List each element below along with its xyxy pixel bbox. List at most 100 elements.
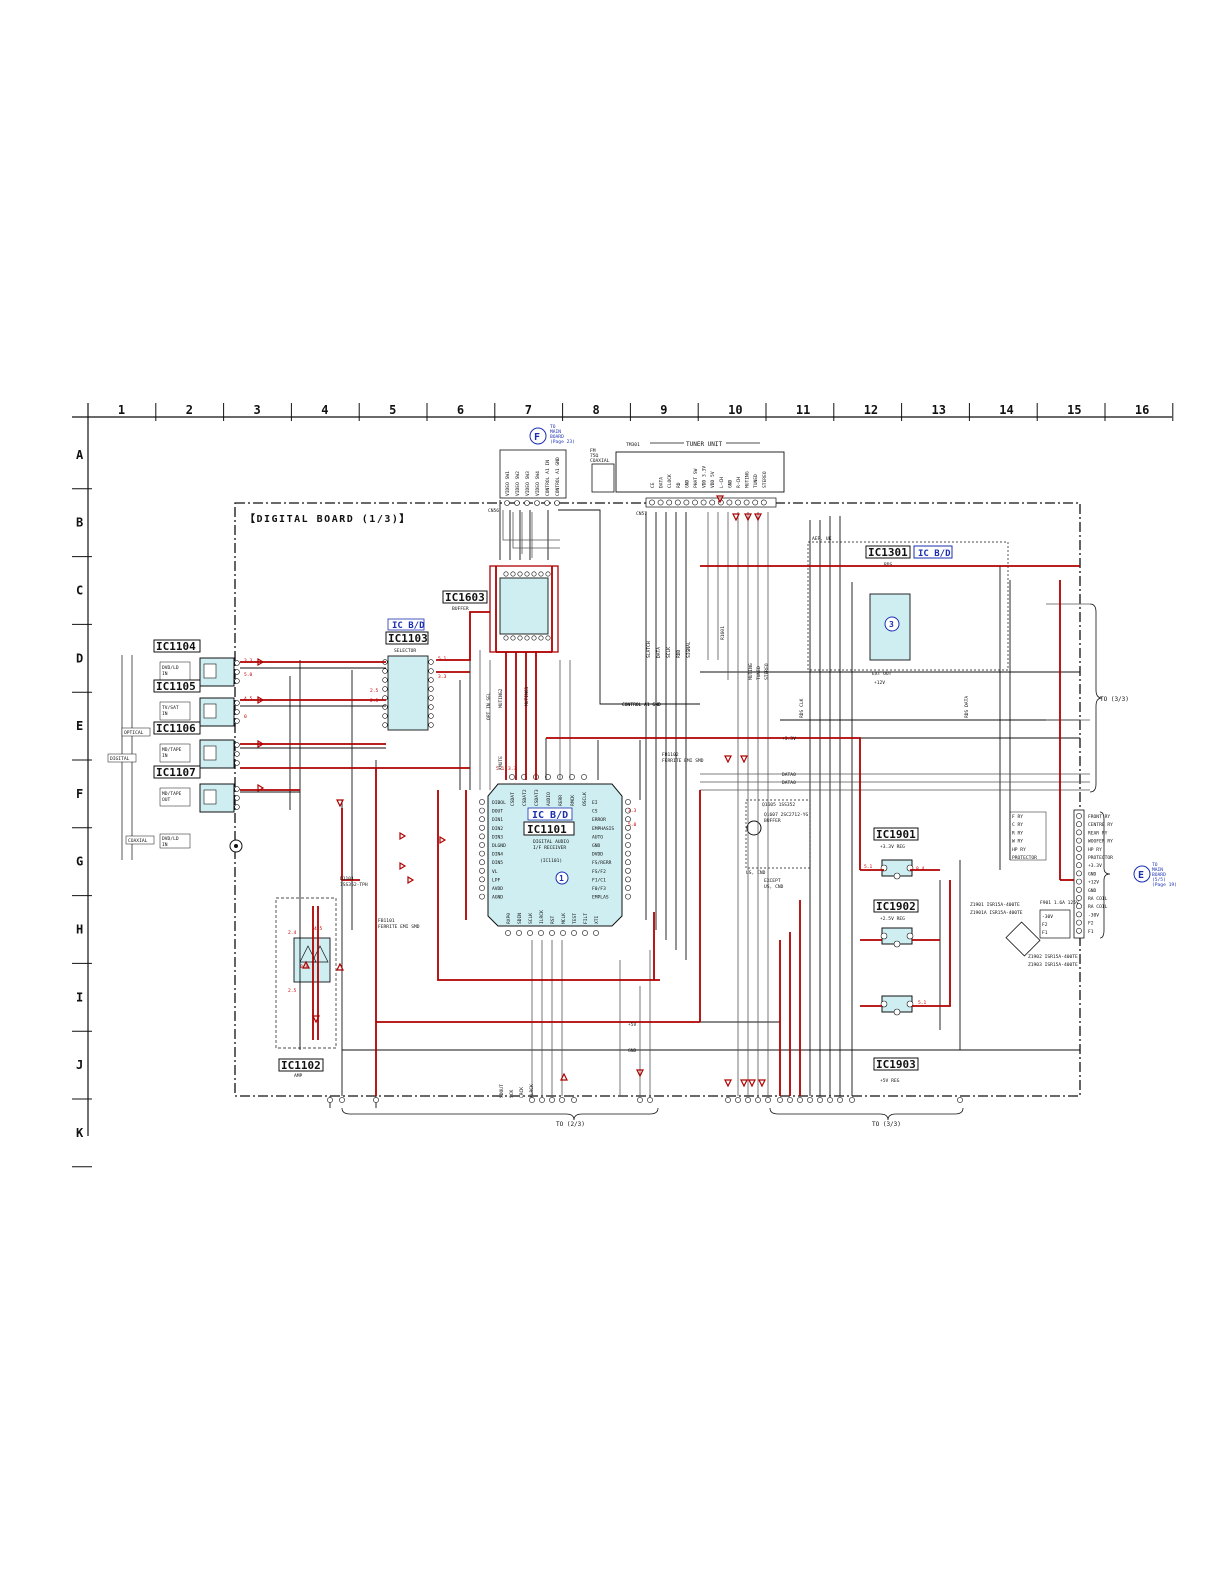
wires-red (240, 565, 1080, 1096)
marker-f: F (534, 432, 540, 443)
right-conn-pin-label: GND (1088, 888, 1097, 894)
ic1102-label: IC1102 (281, 1059, 321, 1072)
tuner-pin-label: VDD 5V (710, 471, 716, 488)
grid-row-B: B (76, 516, 83, 530)
coaxial-label: COAXIAL (128, 838, 148, 844)
ic1101-pin-right: AUTO (592, 834, 603, 840)
ic1101-pin-left: DIN1 (492, 817, 503, 823)
ic1103-board: IC B/D (392, 621, 425, 631)
bottom-terminal (339, 1097, 345, 1103)
ic1102-desc: AMP (294, 1073, 303, 1079)
bus-label: MUTING2 (498, 688, 504, 708)
ic1103-desc: SELECTOR (394, 648, 416, 654)
ic1101-chip: (IC1101) (540, 858, 562, 864)
bus-label: SDOUT (499, 1084, 505, 1098)
bottom-terminal (755, 1097, 761, 1103)
ic1101-pin-bottom: RXP0 (506, 913, 512, 924)
bottom-destinations: TO (2/3) TO (3/3) TO (3/3) (327, 603, 1129, 1128)
ic1101-pin-bottom: FILT (583, 913, 589, 924)
ic1101-pin-left: DIN2 (492, 826, 503, 832)
voltage-label: 3.3 (244, 658, 253, 664)
right-conn-pin-label: RA COIL (1088, 896, 1108, 902)
grid-row-C: C (76, 584, 83, 598)
ic1301-rds: AEP, UK IC1301 IC B/D RDS 3 (807, 536, 1009, 671)
voltage-label: 5.1 (438, 656, 447, 662)
right-conn-pin-label: -30V (1088, 912, 1099, 918)
cn57-label: CN57 (636, 511, 647, 517)
tuner-pin-label: TUNED (753, 474, 759, 488)
tuner-pin-label: MUTING (745, 471, 751, 488)
ic1903-desc: +5V REG (880, 1078, 900, 1084)
ic1101-pin-right: F0/F3 (592, 886, 606, 892)
tm301-label: TM301 (626, 442, 640, 448)
ic1101-pin-left: VL (492, 869, 498, 875)
to-2-3-label: TO (2/3) (556, 1121, 585, 1128)
tuner-unit-label: TUNER UNIT (686, 441, 723, 448)
marker-3: 3 (889, 620, 894, 629)
bus-label: OPT IN SEL (486, 692, 492, 720)
ic1301-desc: RDS (884, 562, 893, 568)
bottom-terminal (849, 1097, 855, 1103)
bottom-terminal (807, 1097, 813, 1103)
right-conn-pin-label: CENTRE RY (1088, 822, 1113, 828)
voltage-label: 3.3 (438, 674, 447, 680)
tuner-pin-label: DATA (659, 477, 665, 488)
bus-label: R1601 (720, 626, 726, 640)
bus-label: DATA0 (782, 780, 796, 786)
voltage-label: 8.4 (916, 866, 925, 872)
ic1902-desc: +2.5V REG (880, 916, 905, 922)
grid-row-E: E (76, 719, 83, 733)
right-conn-pin-label: +3.3V (1088, 863, 1102, 869)
conn-f-pin-label: VIDEO SW4 (535, 471, 541, 496)
ic1104-label: IC1104 (156, 640, 196, 653)
voltage-label: 5.0 (244, 672, 253, 678)
grid-col-11: 11 (796, 403, 810, 417)
ic1101-pin-right: F1/C1 (592, 877, 606, 883)
ic1101-pin-top: RMCK (570, 795, 576, 806)
voltage-label: 5.1 (918, 1000, 927, 1006)
ic1301-label: IC1301 (868, 546, 908, 559)
bus-label: +12V (874, 680, 885, 686)
grid-col-9: 9 (660, 403, 667, 417)
ic1101-pin-bottom: SCLK (528, 913, 534, 924)
ic1101-pin-top: CSDAT (510, 792, 516, 806)
bottom-terminal (827, 1097, 833, 1103)
ic1103-selector: IC1103 IC B/D SELECTOR (382, 618, 434, 731)
grid-row-A: A (76, 448, 84, 462)
ic1101-pin-right: ERROR (592, 817, 606, 823)
tuner-pin-label: R-CH (736, 477, 742, 488)
ic1101-pin-left: DIN5 (492, 860, 503, 866)
ic1101-pin-top: AUDIO (546, 792, 552, 806)
grid-row-G: G (76, 855, 83, 869)
ic1101-pin-left: AGND (492, 895, 503, 901)
bus-label: LRCK (519, 1087, 525, 1098)
voltage-label: 5.1 (864, 864, 873, 870)
ic1901-label: IC1901 (876, 828, 916, 841)
ic1101-pin-right: EI (592, 800, 598, 806)
bus-label: RDS CLK (799, 698, 805, 718)
bottom-terminal (957, 1097, 963, 1103)
optical-digital-labels: OPTICAL DIGITAL COAXIAL (107, 655, 155, 860)
ic1101-pin-left: DIN4 (492, 852, 503, 858)
bus-label: SCK (509, 1089, 515, 1098)
ic1603-desc: BUFFER (452, 606, 469, 612)
ic1101-pin-left: DIBOL (492, 800, 506, 806)
grid-col-2: 2 (186, 403, 193, 417)
marker-e: E (1138, 870, 1144, 881)
bus-label: SIGNAL (686, 641, 692, 658)
voltage-label: 2.5 (370, 698, 379, 704)
cn56-label: CN56 (488, 508, 499, 514)
grid-frame (72, 403, 1174, 1168)
